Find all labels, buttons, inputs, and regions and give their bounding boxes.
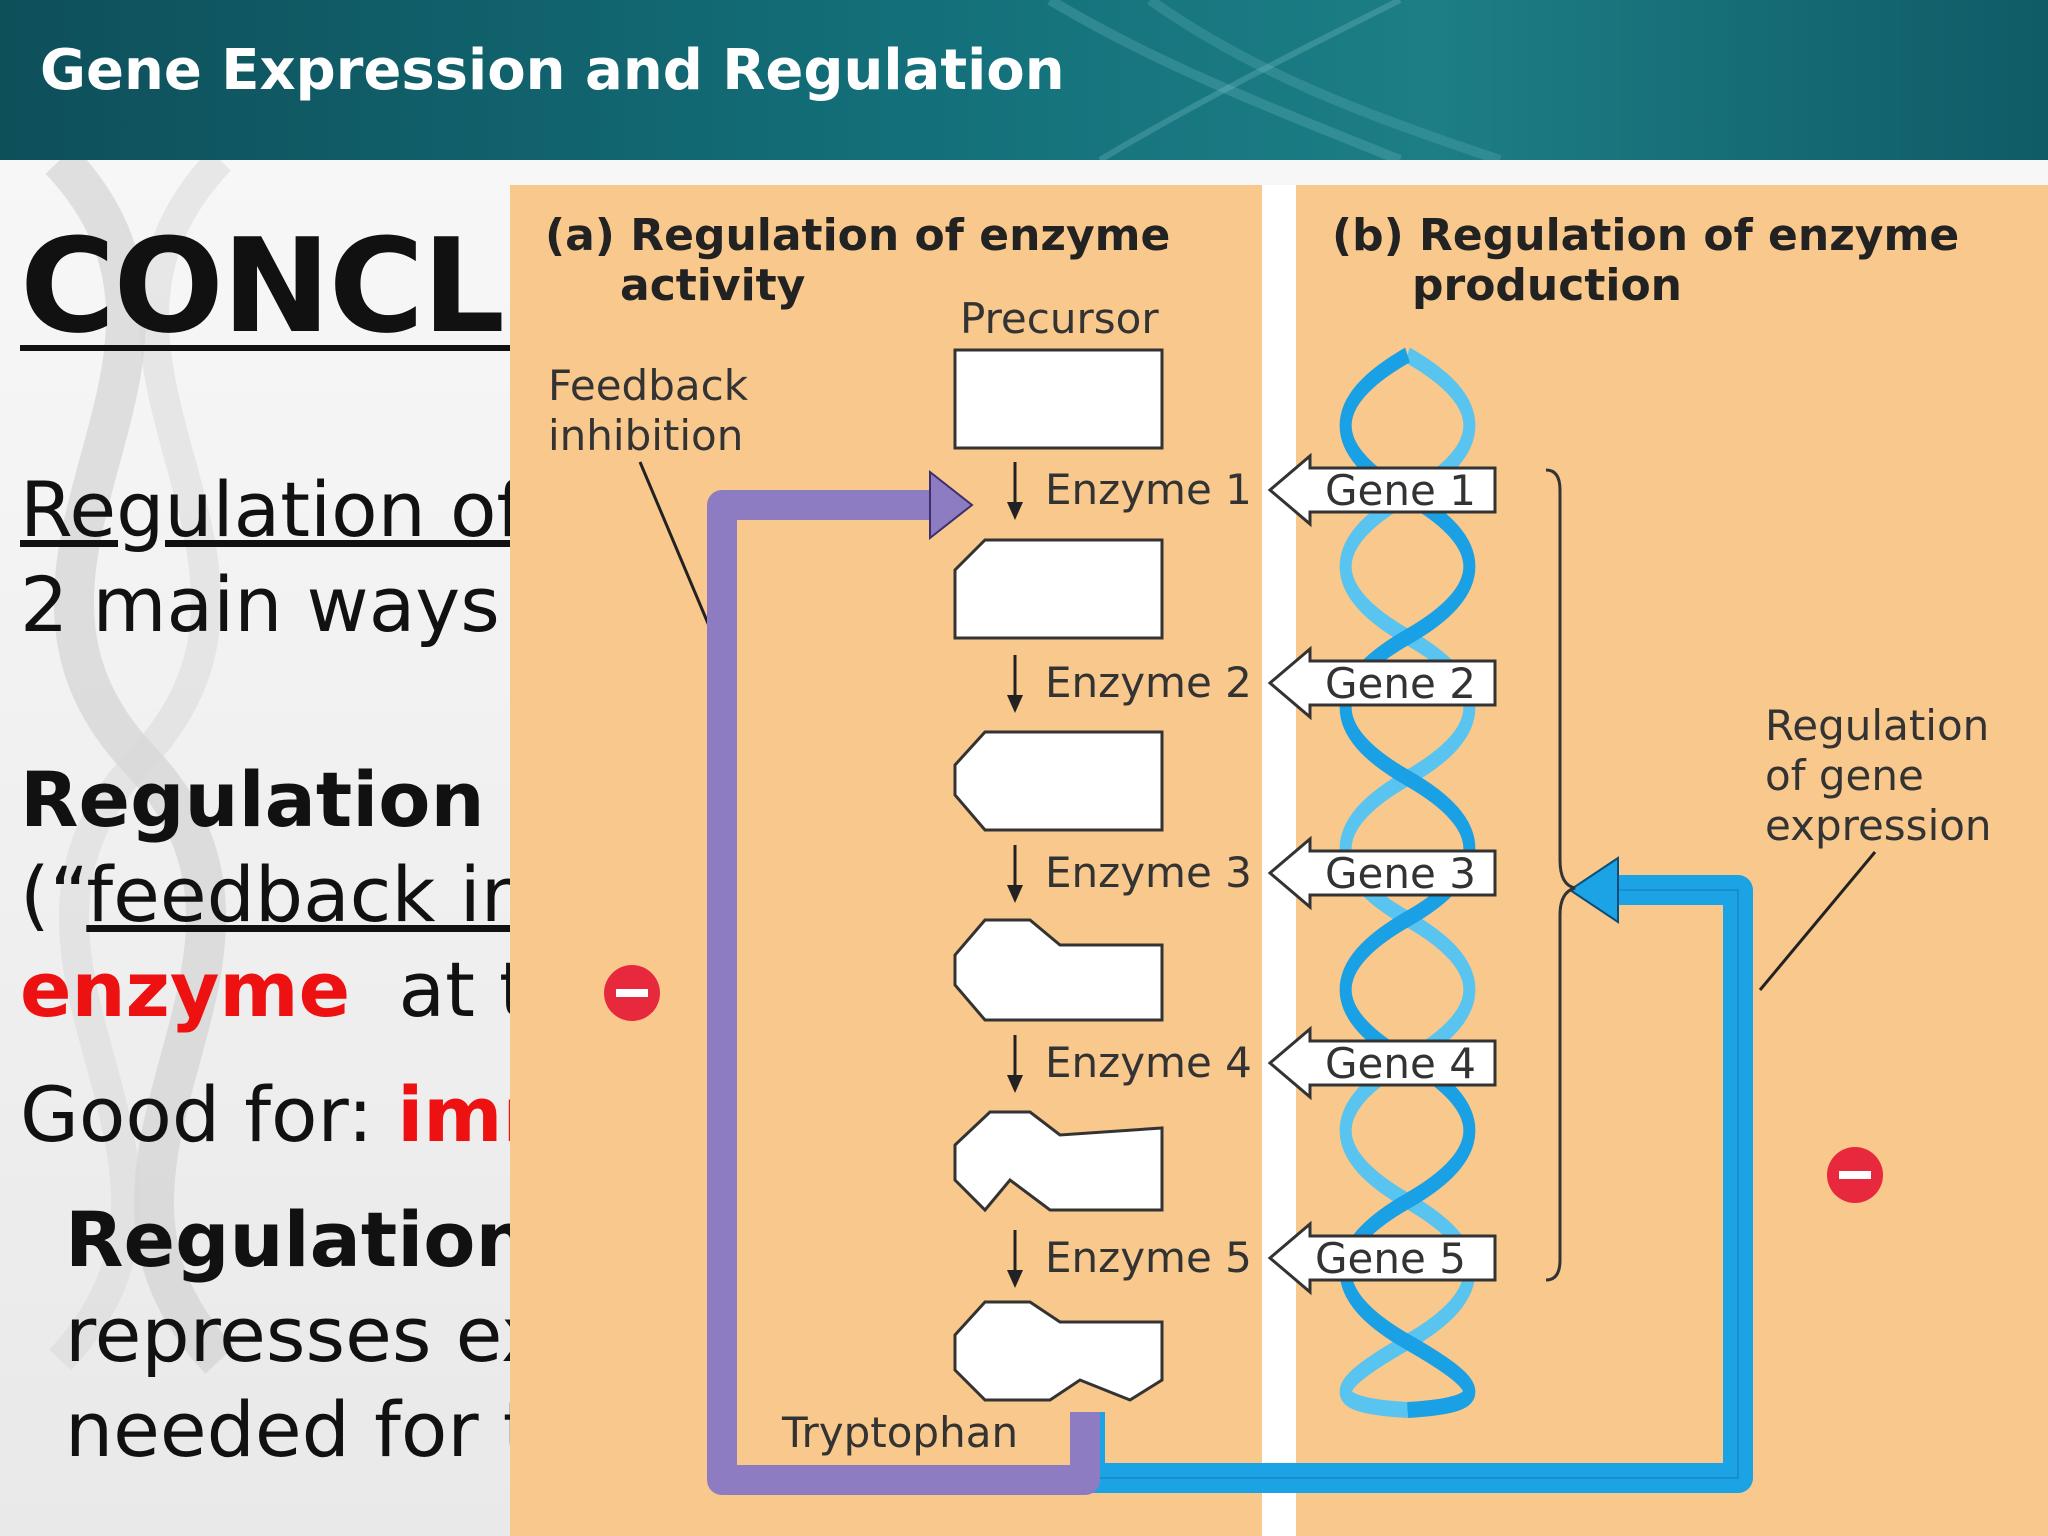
feedback-arrow: [707, 490, 1100, 1495]
enzyme-label-2: Enzyme 2: [1045, 658, 1252, 707]
gene-arrow-4: [1267, 1025, 1497, 1101]
line-regulation-of: Regulation of: [20, 465, 524, 554]
enzyme-label-4: Enzyme 4: [1045, 1038, 1252, 1087]
panel-a-title: (a) Regulation of enzyme: [545, 210, 1170, 261]
gene-label-2: Gene 2: [1325, 659, 1476, 708]
feedback-label-line1: Feedback: [548, 361, 749, 410]
step-arrowhead-5: [1007, 1270, 1023, 1288]
line-enzyme: enzyme at tl: [20, 945, 550, 1034]
open-quote: (“: [20, 850, 87, 939]
intermediate-shape-3: [953, 918, 1164, 1022]
line-feedback: (“feedback inh: [20, 850, 577, 939]
gene-arrow-1: [1267, 452, 1497, 528]
gene-label-4: Gene 4: [1325, 1039, 1476, 1088]
precursor-label: Precursor: [960, 294, 1159, 343]
line-good-for: Good for: imm: [20, 1070, 582, 1159]
intermediate-shape-1: [953, 538, 1164, 640]
pathway-steps: Enzyme 1 Gene 1 Enzyme 2 Gene 2 Enzyme 3 Gene…: [1007, 452, 1497, 1296]
step-arrowhead-3: [1007, 885, 1023, 903]
gene-arrow-5: [1267, 1220, 1497, 1296]
regulation-label-line2: of gene: [1765, 751, 1924, 800]
line-regulation-c: Regulation c: [20, 755, 557, 844]
gene-label-3: Gene 3: [1325, 849, 1476, 898]
gene-arrow-3: [1267, 835, 1497, 911]
dna-watermark: [45, 160, 235, 1374]
inhibit-minus-icon-a: [604, 965, 660, 1021]
gene-regulation-arrowhead: [1568, 856, 1619, 924]
enzyme-highlight: enzyme: [20, 945, 351, 1034]
panel-b-title: (b) Regulation of enzyme: [1332, 210, 1959, 261]
dna-banner-decoration: [1047, 0, 1502, 160]
feedback-label-line2: inhibition: [548, 411, 743, 460]
line-main-ways: 2 main ways c: [20, 560, 566, 649]
gene-label-1: Gene 1: [1325, 466, 1476, 515]
dna-double-helix: [1339, 347, 1476, 1418]
enzyme-label-1: Enzyme 1: [1045, 465, 1252, 514]
gene-group-brace: [1545, 468, 1576, 1282]
good-for-label: Good for:: [20, 1070, 374, 1159]
feedback-inhibition-link[interactable]: feedback inh: [86, 850, 578, 939]
regulation-label-line1: Regulation: [1765, 701, 1989, 750]
enzyme-label-5: Enzyme 5: [1045, 1233, 1252, 1282]
line-needed-for: needed for th: [65, 1385, 581, 1474]
panel-b-title-line2: production: [1412, 260, 1682, 311]
intermediate-shape-2: [953, 730, 1164, 832]
step-arrowhead-1: [1007, 502, 1023, 520]
header-banner: Gene Expression and Regulation: [0, 0, 2048, 160]
slide-heading: CONCLU: [20, 210, 604, 362]
inhibit-minus-icon-b: [1827, 1147, 1883, 1203]
tryptophan-label: Tryptophan: [781, 1408, 1018, 1457]
gene-arrow-2: [1267, 645, 1497, 721]
regulation-pointer-line: [1758, 851, 1877, 991]
precursor-shape: [953, 348, 1164, 450]
panel-a-title-line2: activity: [620, 260, 805, 311]
enzyme-regulation-figure: (a) Regulation of enzyme activity (b) Re…: [510, 185, 2048, 1536]
feedback-pointer-line: [638, 461, 717, 641]
enzyme-label-3: Enzyme 3: [1045, 848, 1252, 897]
step-arrowhead-2: [1007, 695, 1023, 713]
header-title: Gene Expression and Regulation: [40, 38, 1065, 103]
regulation-label-line3: expression: [1765, 801, 1992, 850]
step-arrowhead-4: [1007, 1075, 1023, 1093]
line-represses: represses exp: [65, 1290, 595, 1379]
feedback-arrowhead: [929, 469, 974, 541]
line-regulation-2: Regulation: [65, 1195, 530, 1284]
intermediate-shape-4: [953, 1110, 1164, 1213]
gene-label-5: Gene 5: [1315, 1234, 1466, 1283]
tryptophan-shape: [953, 1300, 1164, 1402]
